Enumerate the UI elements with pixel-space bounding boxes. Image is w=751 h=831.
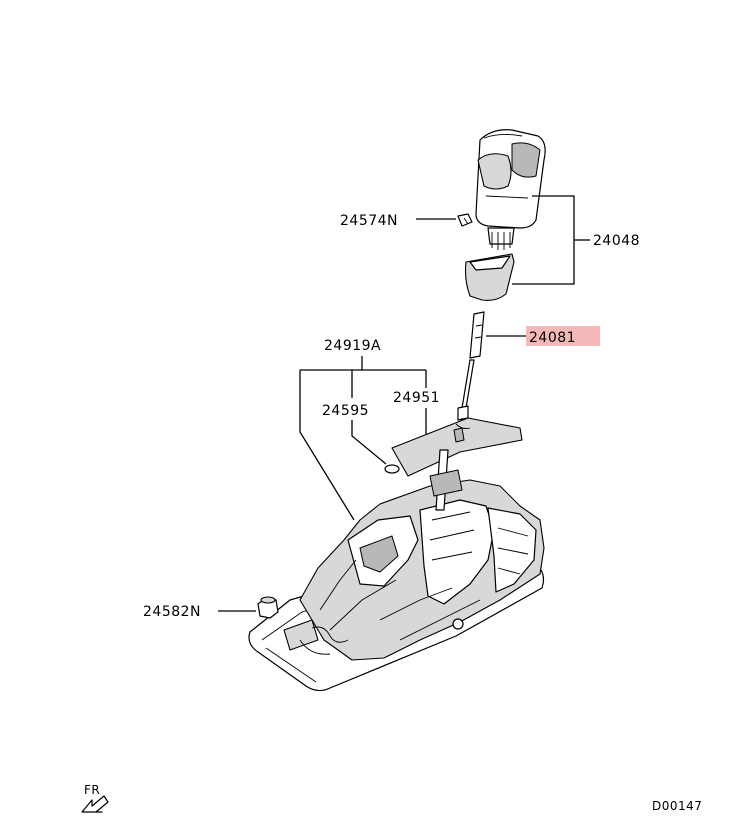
indicator-bulb[interactable] (384, 464, 400, 474)
callout-indicator-panel: 24951 (393, 390, 440, 406)
callout-knob-assembly: 24048 (593, 233, 640, 249)
indicator-panel[interactable] (391, 417, 523, 477)
front-direction-arrow: FR (81, 783, 109, 813)
callout-mount-nut: 24582N (143, 604, 201, 620)
callout-lever-assembly: 24919A (324, 338, 381, 354)
selector-rod[interactable] (455, 311, 485, 437)
knob-screw[interactable] (457, 213, 473, 227)
knob-cover[interactable] (464, 253, 515, 301)
shift-lever-assembly[interactable] (248, 449, 545, 692)
callout-highlight (526, 326, 600, 346)
direction-label: FR (84, 783, 100, 797)
mount-nut[interactable] (257, 596, 279, 619)
callout-knob-screw: 24574N (340, 213, 398, 229)
drawing-code: D00147 (652, 799, 702, 813)
callout-indicator-bulb: 24595 (322, 403, 369, 419)
shift-knob[interactable] (475, 129, 546, 250)
callout-selector-rod: 24081 (529, 330, 576, 346)
leader-lines (218, 195, 590, 612)
